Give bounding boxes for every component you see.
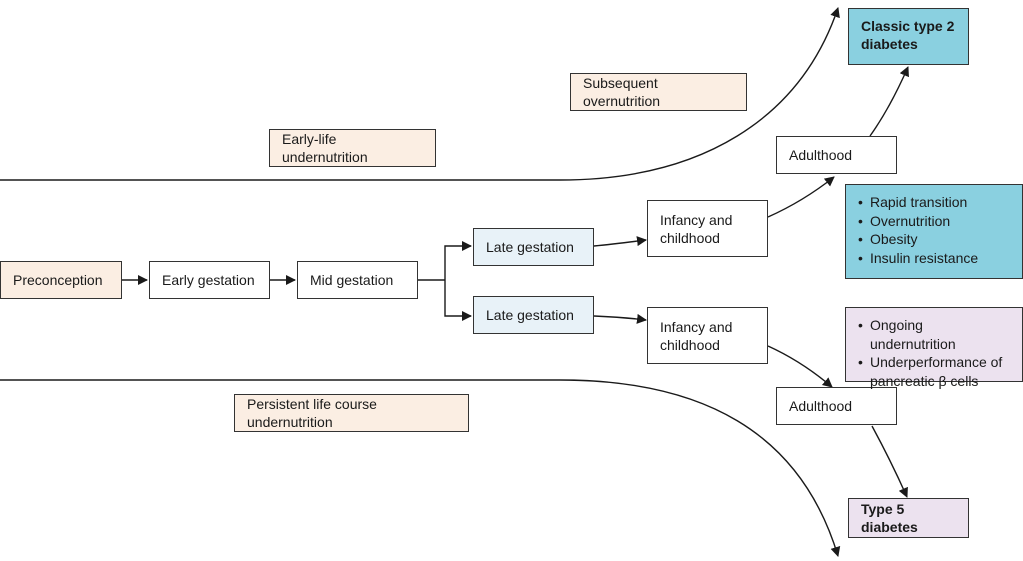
arrow-infancy-upper-to-adulthood (767, 176, 835, 218)
factor-item: Ongoing undernutrition (858, 316, 1010, 353)
arrow-mid-to-late-lower (444, 280, 472, 321)
node-type5-diabetes: Type 5 diabetes (848, 498, 969, 538)
factor-item: Insulin resistance (858, 249, 978, 268)
lower-factor-list: Ongoing undernutrition Underperformance … (858, 316, 1010, 390)
arrow-mid-to-late-upper (444, 241, 472, 280)
arrow-late-upper-to-infancy (593, 236, 647, 247)
node-adulthood-lower: Adulthood (776, 387, 897, 425)
node-infancy-childhood-upper: Infancy and childhood (647, 200, 768, 257)
factor-item: Underperformance of pancreatic β cells (858, 353, 1010, 390)
label-persistent-life-course-undernutrition: Persistent life course undernutrition (234, 394, 469, 432)
upper-trajectory-curve (0, 7, 840, 181)
node-early-gestation: Early gestation (149, 261, 270, 299)
label-early-life-undernutrition: Early-life undernutrition (269, 129, 436, 167)
node-late-gestation-upper: Late gestation (473, 228, 594, 266)
node-preconception: Preconception (0, 261, 122, 299)
factor-item: Overnutrition (858, 212, 978, 231)
node-classic-type2-diabetes: Classic type 2 diabetes (848, 8, 969, 65)
arrow-adulthood-to-classic-t2 (869, 66, 909, 137)
node-infancy-childhood-lower: Infancy and childhood (647, 307, 768, 364)
lower-trajectory-curve (0, 379, 841, 557)
arrow-late-lower-to-infancy (593, 313, 647, 324)
box-lower-risk-factors: Ongoing undernutrition Underperformance … (845, 307, 1023, 389)
upper-factor-list: Rapid transition Overnutrition Obesity I… (858, 193, 978, 267)
node-mid-gestation: Mid gestation (297, 261, 418, 299)
node-late-gestation-lower: Late gestation (473, 296, 594, 334)
node-adulthood-upper: Adulthood (776, 136, 897, 174)
box-upper-risk-factors: Rapid transition Overnutrition Obesity I… (845, 184, 1023, 279)
label-subsequent-overnutrition: Subsequent overnutrition (570, 73, 747, 111)
arrow-infancy-lower-to-adulthood (767, 345, 833, 388)
factor-item: Obesity (858, 230, 978, 249)
factor-item: Rapid transition (858, 193, 978, 212)
arrow-adulthood-to-type5 (871, 425, 908, 498)
